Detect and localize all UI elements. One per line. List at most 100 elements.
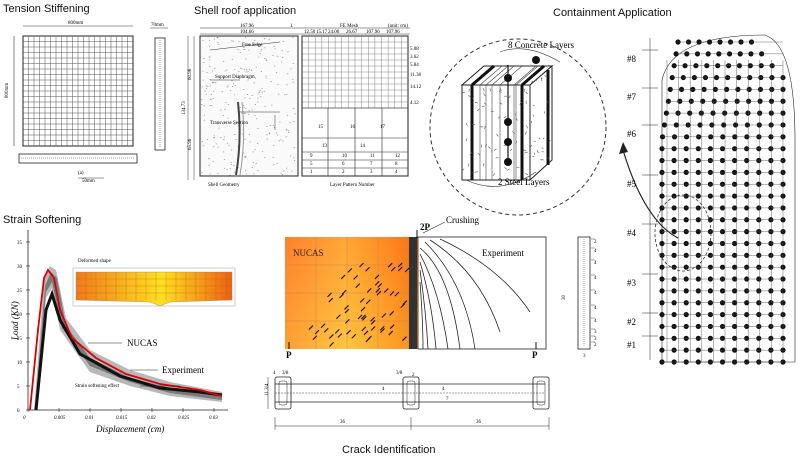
column-dim: 4 [594,276,597,281]
shell-region-number: 2 [342,170,345,175]
shell-right-dim: 5.84 [410,63,419,68]
deformed-shape-label: Deformed shape [78,259,112,264]
strain-ytick: 10 [17,361,23,366]
load-p-right: P [532,350,538,360]
tension-stiffening-title: Tension Stiffening [3,3,90,15]
shell-region-number: 1 [310,170,313,175]
nucas-label: NUCAS [127,338,158,348]
strain-xtick: 0.015 [116,416,128,421]
containment-title: Containment Application [553,7,672,19]
layered-block [460,56,554,182]
strain-ytick: 20 [17,313,23,318]
strain-ylabel: Load (KN) [10,301,20,341]
shell-support-diaphragm-label: Support Diaphragm [215,75,255,80]
shell-top-dim-1: 167.96 [240,24,254,29]
strain-ytick: 30 [17,265,23,270]
shell-top-dim-2: 104.66 [240,30,254,35]
crack-drawing: NUCAS Experiment Crushing 2P P P 30 3 24… [265,215,597,430]
shell-left-dim-1: 60.96 [188,68,193,80]
shell-region-number: 9 [310,154,313,159]
strain-xtick: 0.03 [209,416,218,421]
shell-right-dim: 14.12 [410,85,422,90]
shell-top-dim-b: 12.50 [304,30,316,35]
beam-elevation [267,376,550,430]
shell-free-edge-label: Free Edge [242,43,263,48]
shell-region-number: 17 [380,125,386,130]
strain-ytick: 15 [17,337,23,342]
strain-xtick: 0.01 [85,416,94,421]
strain-xtick: 0.02 [147,416,156,421]
dim-2-label: 2 [412,373,415,378]
strain-xlabel: Displacement (cm) [95,424,164,434]
dim-3-label: 3 [583,354,586,359]
shell-right-dim: 5.08 [410,47,419,52]
tension-specimen-drawing: 800mm 800mm 70mm 50mm (a) [5,21,168,184]
dome-level-label: #4 [627,228,637,238]
dim-4-mid: 4 [382,387,385,392]
dome-level-label: #6 [627,129,637,139]
shell-top-dim-b: 24.00 [328,30,340,35]
shell-left-dim-2: 134.73 [182,101,187,115]
dim-top-label: 800mm [68,21,83,26]
shell-fe-mesh-label: FE Mesh [340,24,359,29]
containment-drawing: 8 Concrete Layers 2 Steel Layers #8#7#6#… [429,34,796,365]
containment-dome [659,34,796,365]
zoom-circle [429,38,607,216]
dome-level-label: #8 [627,54,637,64]
shell-region-number: 7 [370,162,373,167]
shell-region-number: 3 [370,170,373,175]
shell-right-dim: 3.62 [410,55,419,60]
shell-region-number: 15 [318,125,324,130]
tension-sublabel: (a) [78,171,84,176]
shell-top-dim-b: 107.96 [366,30,380,35]
dome-level-label: #2 [627,317,636,327]
shell-right-dim: 11.36 [410,73,422,78]
strain-xtick: 0.025 [178,416,190,421]
shell-top-dim-b: 15.17 [316,30,328,35]
shell-roof-panel: 167.96 104.66 1 FE Mesh (unit: cm) 12.50… [180,20,422,190]
dome-level-label: #3 [627,278,637,288]
dome-highlight-ellipse [654,194,712,272]
tension-stiffening-panel: 800mm 800mm 70mm 50mm (a) [0,18,190,193]
dome-level-label: #1 [627,340,636,350]
column-dim: 4 [594,261,597,266]
shell-region-number: 12 [395,154,401,159]
shell-region-number: 14 [360,144,366,149]
shell-region-number: 8 [395,162,398,167]
dim-30-label: 30 [562,295,567,301]
load-p-left: P [286,350,292,360]
dim-11-3-4: 11 3/4 [265,383,270,396]
shell-top-dim-b: 26.67 [346,30,358,35]
column-dim: 4 [594,249,597,254]
strain-ytick: 35 [17,241,23,246]
shell-top-dim-b: 107.96 [386,30,400,35]
column-dim: 2 [594,343,597,348]
shell-top-dim-3: 1 [290,24,293,29]
dome-level-label: #7 [627,92,637,102]
concrete-layers-label: 8 Concrete Layers [508,40,574,50]
strain-xtick: 0 [23,416,26,421]
shell-region-number: 10 [342,154,348,159]
strain-ytick: 0 [17,409,20,414]
containment-panel: 8 Concrete Layers 2 Steel Layers #8#7#6#… [429,20,800,380]
strain-softening-title: Strain Softening [3,214,82,226]
shell-region-number: 16 [350,125,356,130]
shell-region-number: 6 [342,162,345,167]
dim-36-right: 36 [476,420,482,425]
column-dim: 2 [594,240,597,245]
column-dim: 4 [594,306,597,311]
shell-roof-title: Shell roof application [194,5,297,17]
shell-unit-label: (unit: cm) [388,24,408,29]
shell-right-dim: 4.12 [410,101,419,106]
crushing-label: Crushing [446,215,480,225]
strain-ytick: 5 [17,385,20,390]
strain-xtick: 0.005 [54,416,66,421]
shell-region-number: 5 [310,162,313,167]
dim-4-right: 4 [442,387,445,392]
dim-3-8-right: 3/8 [396,371,403,376]
crack-identification-title: Crack Identification [342,444,436,456]
shell-region-number: 11 [370,154,375,159]
crack-nucas-label: NUCAS [293,248,324,258]
crack-experiment-label: Experiment [482,248,524,258]
